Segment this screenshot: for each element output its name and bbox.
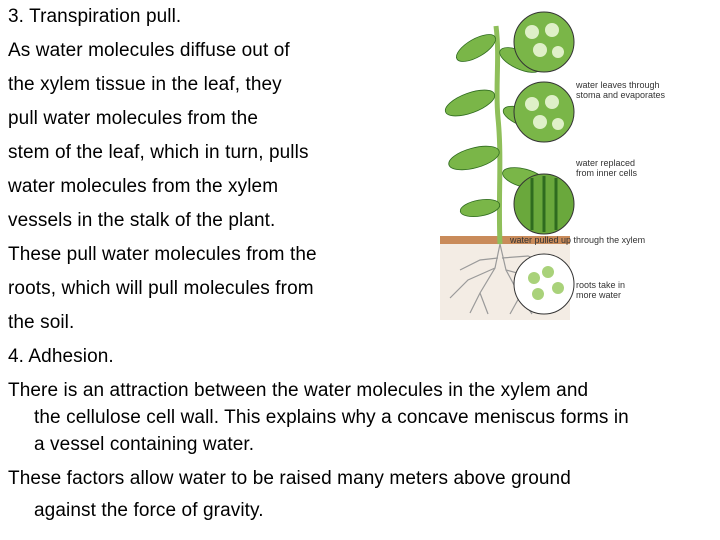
plant-water-transport-diagram: water leaves through stoma and evaporate… — [440, 8, 720, 320]
root-circle — [513, 253, 575, 315]
text-line: As water molecules diffuse out of — [8, 40, 290, 61]
soil-surface — [440, 236, 570, 246]
text-line: There is an attraction between the water… — [8, 380, 589, 401]
text-line: the soil. — [8, 312, 75, 333]
text-line: against the force of gravity. — [34, 500, 264, 521]
text-line: pull water molecules from the — [8, 108, 259, 129]
plant-illustration — [440, 11, 575, 320]
heading-adhesion: 4. Adhesion. — [8, 346, 114, 367]
text-line: water molecules from the xylem — [8, 176, 279, 197]
text-line: the xylem tissue in the leaf, they — [8, 74, 282, 95]
cell-details — [525, 23, 564, 130]
label-inner-cells: water replaced from inner cells — [576, 158, 638, 178]
stem — [493, 25, 503, 245]
root-cells — [528, 266, 564, 300]
text-line: roots, which will pull molecules from — [8, 278, 314, 299]
inner-cells-circle — [513, 81, 575, 143]
xylem-vessels — [530, 176, 558, 232]
label-leaf-evaporation: water leaves through stoma and evaporate… — [576, 80, 666, 100]
text-line: stem of the leaf, which in turn, pulls — [8, 142, 309, 163]
text-line: These factors allow water to be raised m… — [8, 468, 571, 489]
label-xylem: water pulled up through the xylem — [510, 235, 646, 245]
heading-transpiration-pull: 3. Transpiration pull. — [8, 6, 182, 27]
label-roots: roots take in more water — [576, 280, 626, 300]
text-line: the cellulose cell wall. This explains w… — [34, 407, 629, 428]
leaf-cells-circle — [513, 11, 575, 73]
text-line: These pull water molecules from the — [8, 244, 317, 265]
text-line: vessels in the stalk of the plant. — [8, 210, 276, 231]
text-line: a vessel containing water. — [34, 434, 255, 455]
